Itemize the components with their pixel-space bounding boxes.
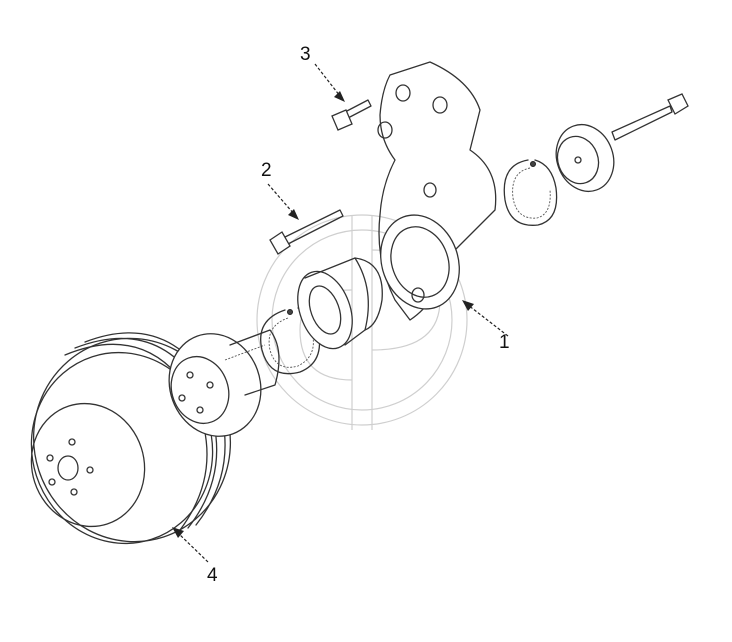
callout-label-4: 4 xyxy=(207,565,218,586)
hub-flange-part xyxy=(168,329,280,437)
washer-cap-part xyxy=(555,123,615,193)
bearing-sleeve-part xyxy=(297,257,383,350)
bolt-part-3 xyxy=(331,99,372,131)
bolt-part-2 xyxy=(269,209,344,255)
callout-label-2: 2 xyxy=(261,160,272,181)
bracket-housing-part xyxy=(377,61,497,321)
callout-label-1: 1 xyxy=(499,332,510,353)
long-bolt-part xyxy=(611,93,689,141)
snap-ring-right-part xyxy=(503,159,558,226)
callout-label-3: 3 xyxy=(300,44,311,65)
leader-arrows xyxy=(172,63,509,563)
